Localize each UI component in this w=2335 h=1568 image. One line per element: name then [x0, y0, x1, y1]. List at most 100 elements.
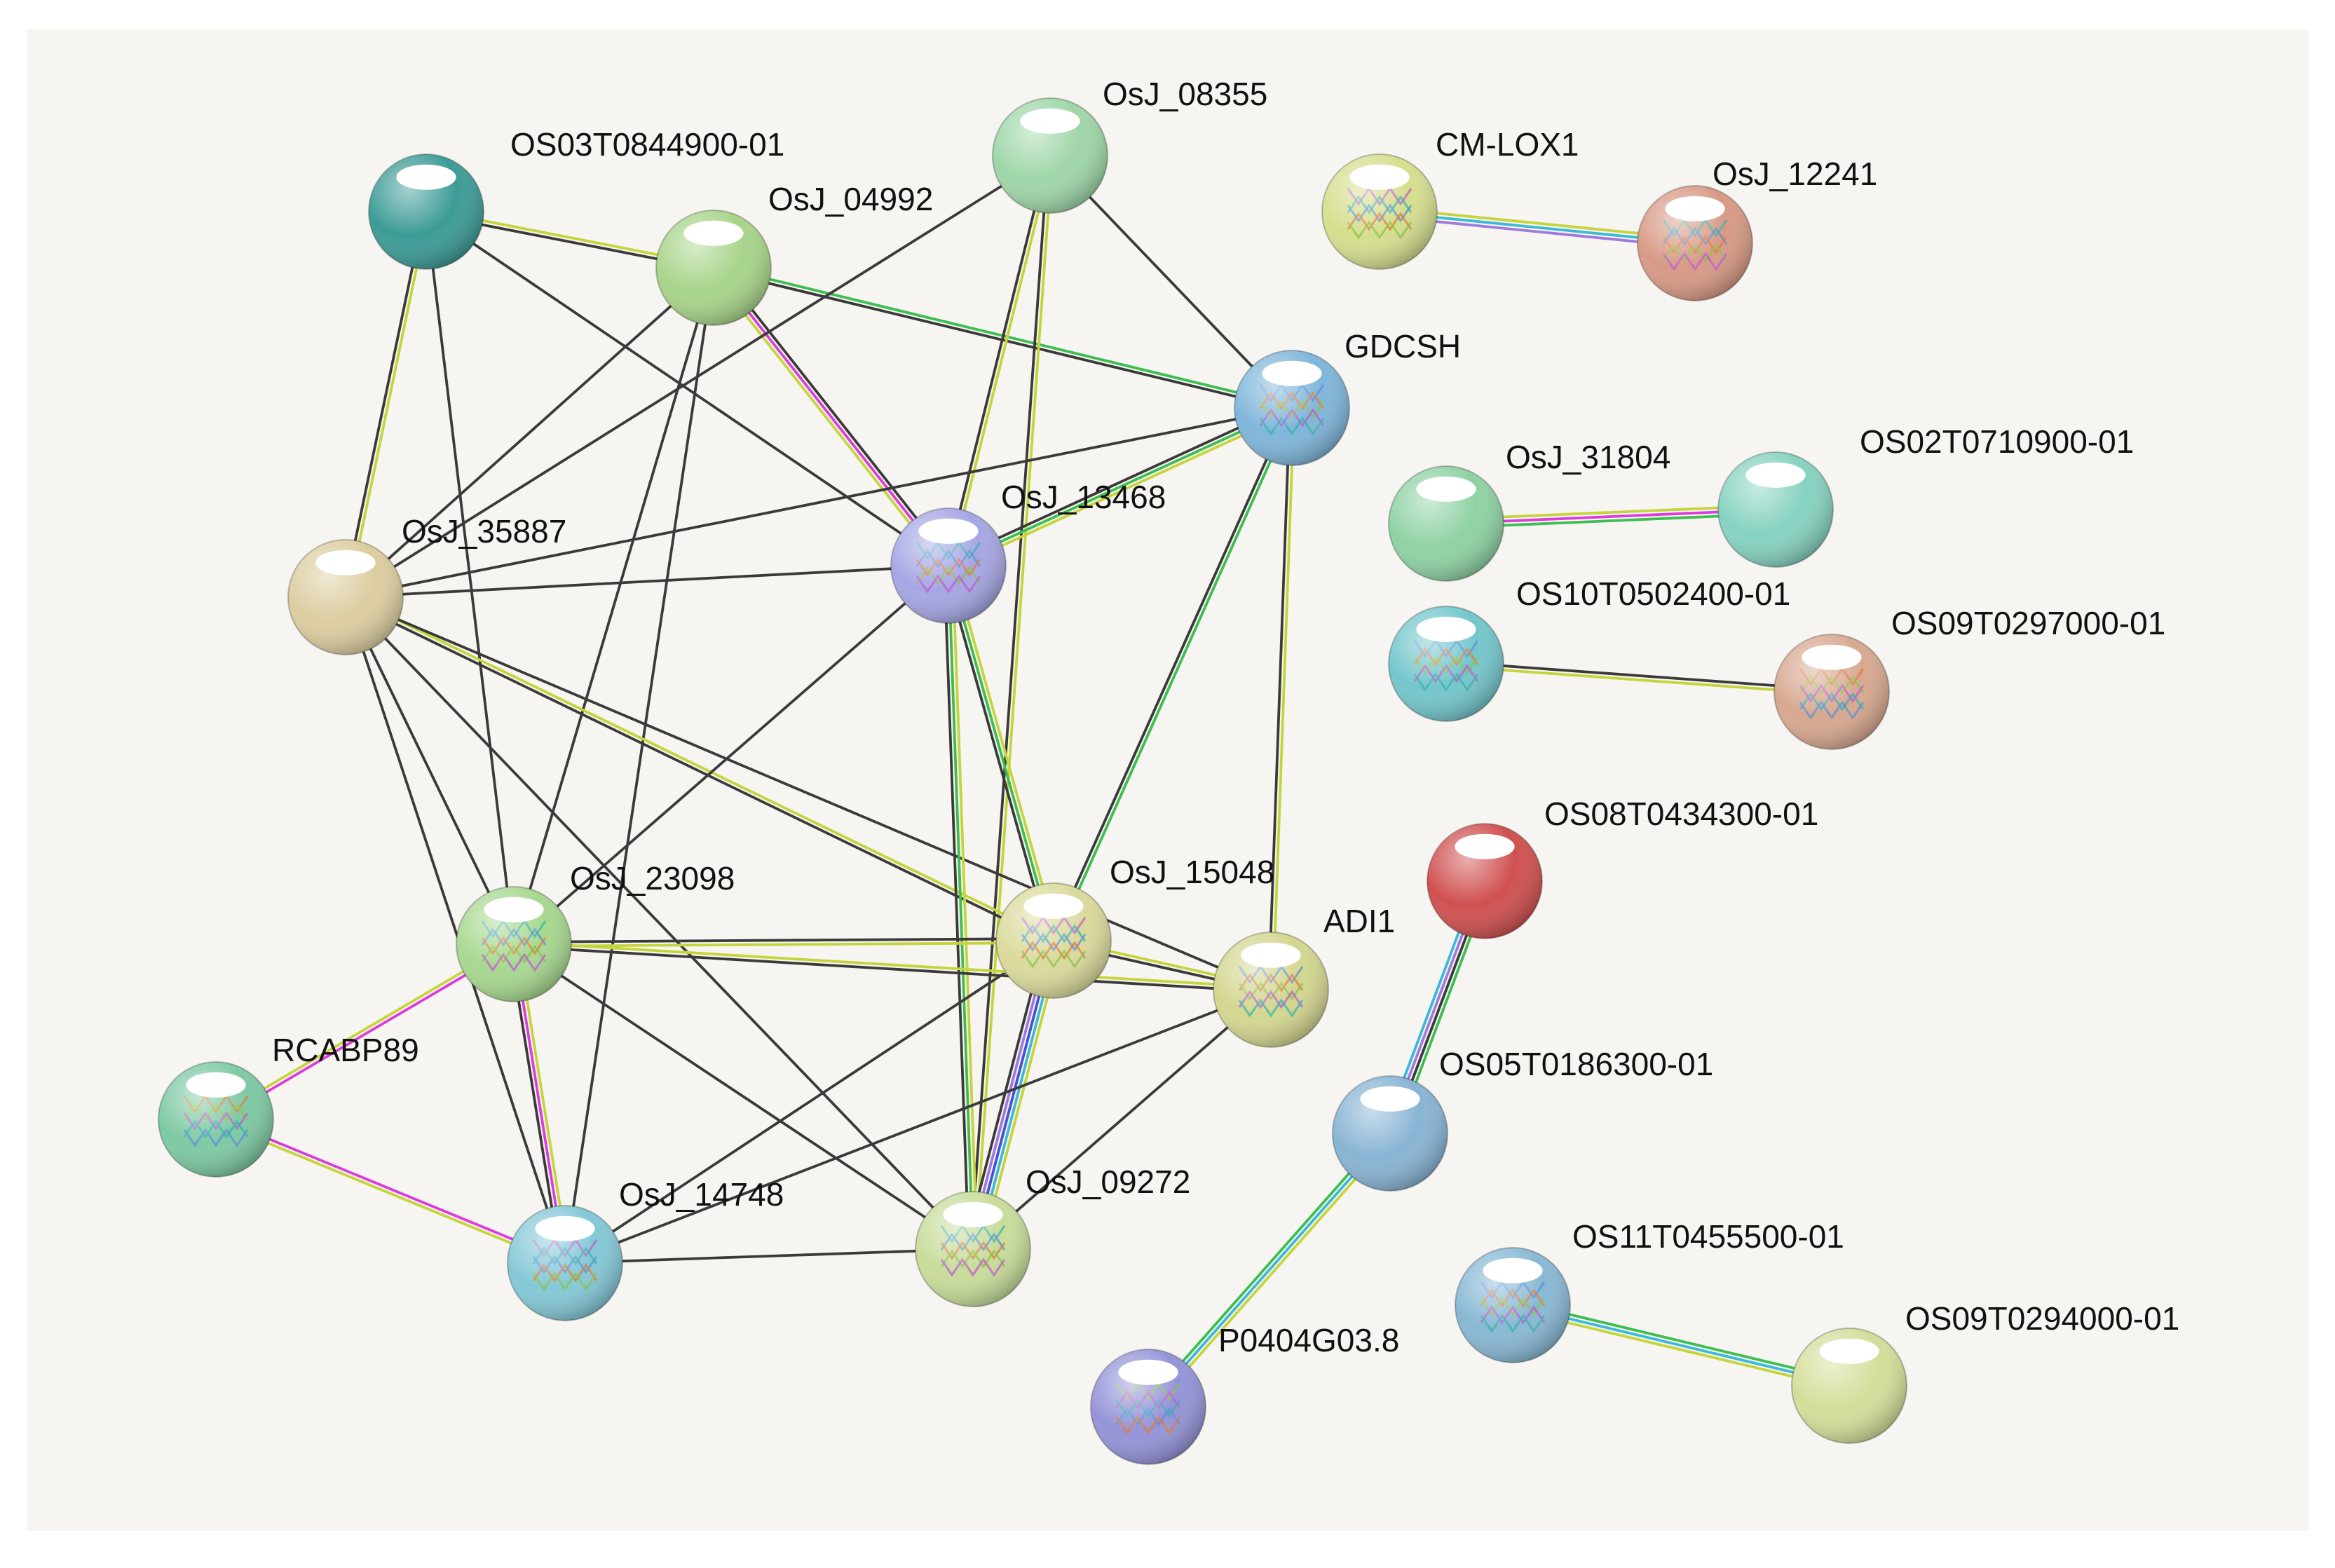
edge-line [564, 939, 1055, 1264]
node-label: ADI1 [1323, 903, 1395, 939]
edge-29 [564, 939, 1055, 1264]
edge-line [943, 565, 1051, 943]
edge-line [512, 266, 715, 946]
edge-36 [213, 1116, 568, 1267]
node-shading [915, 1192, 1030, 1307]
node-shading [369, 154, 484, 269]
edge-line [1267, 406, 1291, 991]
node-adi1[interactable] [1213, 932, 1329, 1048]
node-osj-08355[interactable] [992, 97, 1108, 214]
edge-5 [709, 264, 953, 570]
node-os05t0186300-01[interactable] [1332, 1075, 1448, 1192]
edge-line [951, 564, 979, 1250]
node-shading [1389, 606, 1504, 721]
node-osj-12241[interactable] [1637, 185, 1753, 301]
edge-2 [425, 210, 950, 567]
node-highlight [315, 550, 376, 575]
node-shading [656, 210, 771, 325]
edge-line [564, 1248, 974, 1264]
edge-line [344, 596, 566, 1264]
node-layer [158, 97, 1907, 1465]
node-highlight [535, 1215, 595, 1241]
node-osj-04992[interactable] [655, 210, 772, 326]
node-osj-23098[interactable] [456, 886, 572, 1002]
node-shading [1718, 452, 1833, 567]
edge-line [969, 154, 1049, 1250]
node-shading [993, 98, 1108, 213]
edge-line [344, 564, 950, 599]
node-highlight [1023, 893, 1084, 919]
label-layer: OS03T0844900-01OsJ_04992OsJ_08355CM-LOX1… [272, 76, 2179, 1358]
node-os09t0297000-01[interactable] [1774, 634, 1890, 750]
edge-line [1510, 1307, 1850, 1391]
node-shading [1234, 350, 1349, 465]
node-highlight [1665, 196, 1725, 221]
node-os02t0710900-01[interactable] [1717, 451, 1834, 568]
node-highlight [186, 1072, 246, 1098]
edge-line [712, 266, 950, 567]
node-osj-13468[interactable] [890, 507, 1007, 624]
edge-line [342, 210, 426, 599]
node-highlight [1416, 476, 1476, 502]
node-os10t0502400-01[interactable] [1388, 606, 1504, 722]
node-os03t0844900-01[interactable] [368, 154, 484, 270]
node-shading [996, 883, 1111, 998]
node-highlight [918, 518, 979, 544]
node-label: OsJ_09272 [1026, 1164, 1190, 1200]
edge-line [945, 154, 1049, 567]
node-os08t0434300-01[interactable] [1427, 823, 1543, 939]
node-label: OS11T0455500-01 [1572, 1218, 1844, 1255]
edge-22 [1267, 406, 1295, 992]
node-label: OS05T0186300-01 [1439, 1046, 1713, 1082]
node-osj-35887[interactable] [287, 539, 404, 655]
node-rcabp89[interactable] [158, 1061, 274, 1178]
node-p0404g03-8[interactable] [1090, 1349, 1206, 1465]
node-shading [1322, 154, 1437, 269]
node-osj-31804[interactable] [1388, 465, 1504, 582]
edge-line [344, 596, 1272, 991]
node-shading [1774, 634, 1889, 749]
edge-line [344, 407, 1293, 599]
edge-15 [343, 594, 1056, 944]
node-highlight [1262, 360, 1322, 386]
node-label: OsJ_31804 [1506, 439, 1670, 475]
node-label: OsJ_13468 [1001, 479, 1166, 515]
edge-8 [512, 266, 715, 946]
edge-line [564, 988, 1272, 1264]
node-label: OsJ_35887 [402, 513, 566, 550]
node-shading [288, 540, 403, 655]
edge-23 [943, 563, 1059, 943]
node-label: RCABP89 [272, 1032, 419, 1068]
node-label: OS08T0434300-01 [1544, 796, 1818, 832]
node-shading [456, 887, 571, 1002]
edge-43 [1510, 1300, 1852, 1391]
node-os09t0294000-01[interactable] [1791, 1328, 1907, 1444]
node-cm-lox1[interactable] [1321, 154, 1438, 270]
edge-line [346, 210, 430, 599]
edge-31 [213, 941, 517, 1123]
node-label: OS09T0294000-01 [1905, 1300, 2179, 1337]
edge-line [215, 1116, 568, 1263]
edge-line [947, 407, 1293, 567]
node-label: OS02T0710900-01 [1860, 423, 2134, 460]
node-gdcsh[interactable] [1234, 350, 1350, 466]
node-osj-09272[interactable] [915, 1191, 1031, 1307]
edge-line [1050, 405, 1292, 941]
node-osj-15048[interactable] [995, 882, 1112, 999]
edge-line [947, 564, 974, 1250]
node-label: OsJ_23098 [570, 860, 735, 897]
edge-line [1511, 1304, 1851, 1387]
edge-line [1143, 1129, 1389, 1405]
node-highlight [683, 220, 744, 246]
node-highlight [943, 1201, 1003, 1227]
edge-13 [344, 407, 1293, 599]
edge-35 [564, 988, 1272, 1264]
edge-18 [344, 596, 566, 1264]
node-label: OsJ_12241 [1713, 156, 1877, 192]
node-os11t0455500-01[interactable] [1455, 1247, 1571, 1363]
node-osj-14748[interactable] [507, 1205, 623, 1321]
node-shading [1455, 1248, 1570, 1363]
edge-line [943, 564, 970, 1251]
edge-line [564, 266, 715, 1264]
node-highlight [1802, 644, 1862, 670]
